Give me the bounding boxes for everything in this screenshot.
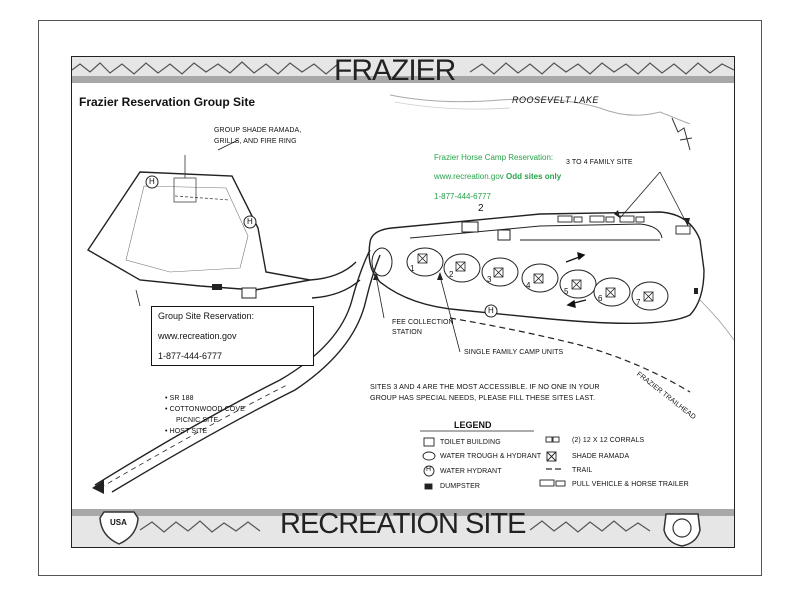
site-number-2: 2 [449,270,454,279]
legend-icons [422,436,566,490]
usfs-shield-icon [99,511,139,545]
site-number-6: 6 [598,294,603,303]
site-number-1: 1 [410,264,415,273]
direction-item-picnic: PICNIC SITE [176,417,219,424]
traffic-arrows [565,251,587,308]
notice-line-2: GROUP HAS SPECIAL NEEDS, PLEASE FILL THE… [370,393,596,402]
dumpster-group [212,284,222,290]
direction-item-host: • HOST SITE [165,428,208,435]
lake-shoreline [389,94,691,125]
trailer-parking [557,215,691,235]
site-number-7: 7 [636,298,641,307]
trail-line [449,317,691,393]
direction-item-sr188: • SR 188 [165,395,194,402]
legend-item-toilet: TOILET BUILDING [440,439,501,446]
group-site-area [87,171,311,291]
group-reservation-phone: 1-877-444-6777 [158,351,223,361]
legend-item-trail: TRAIL [572,467,593,474]
bottom-banner [72,509,734,547]
agency-logo-icon [663,513,701,547]
legend-item-dumpster: DUMPSTER [440,483,481,490]
hydrant-symbol-2: H [247,217,253,226]
hydrant-symbol-legend: H [426,466,432,473]
legend-item-hydrant: WATER HYDRANT [440,468,502,475]
legend-item-shade-ramada: SHADE RAMADA [572,453,630,460]
north-arrow-icon [671,117,693,151]
horse-camp-phone: 1-877-444-6777 [434,192,491,201]
map-title: FRAZIER [334,54,456,87]
single-units-label: SINGLE FAMILY CAMP UNITS [464,349,564,356]
hydrant-symbol-1: H [149,177,155,186]
site-number-5: 5 [564,287,569,296]
fee-station-label-2: STATION [392,329,422,336]
main-road [94,249,371,486]
group-reservation-title: Group Site Reservation: [158,311,255,321]
group-reservation-box: Group Site Reservation: www.recreation.g… [151,306,314,366]
usfs-logo-text: USA [110,518,127,527]
site-number-top: 2 [478,203,484,214]
group-reservation-url[interactable]: www.recreation.gov [158,331,237,341]
legend-item-corrals: (2) 12 X 12 CORRALS [572,437,645,444]
map-border [71,56,735,548]
horse-camp-title: Frazier Horse Camp Reservation: [434,153,554,162]
horse-camp-url[interactable]: www.recreation.gov [434,172,504,181]
toilet-group [241,287,257,299]
family-site-label: 3 TO 4 FAMILY SITE [566,159,633,166]
direction-item-cottonwood: • COTTONWOOD COVE [165,406,245,413]
legend-item-pull-vehicle: PULL VEHICLE & HORSE TRAILER [572,481,689,488]
footer-title: RECREATION SITE [280,508,526,540]
top-banner [71,57,735,83]
legend-title: LEGEND [454,420,492,430]
hydrant-symbol-3: H [488,306,494,315]
shade-ramadas [417,253,654,302]
horse-camp-url-line: www.recreation.gov Odd sites only [434,172,561,181]
leader-lines [135,139,689,353]
ramada-label-1: GROUP SHADE RAMADA, [214,127,302,134]
legend-item-water-trough: WATER TROUGH & HYDRANT [440,453,542,460]
campground-loop [368,211,705,325]
ramada-label-2: GRILLS, AND FIRE RING [214,138,297,145]
fee-station-label-1: FEE COLLECTION [392,319,454,326]
lake-label: ROOSEVELT LAKE [512,95,599,105]
site-number-3: 3 [487,275,492,284]
toilet-campground [461,221,479,233]
map-subtitle: Frazier Reservation Group Site [79,95,256,109]
site-number-4: 4 [526,281,531,290]
horse-camp-note: Odd sites only [506,172,562,181]
notice-line-1: SITES 3 AND 4 ARE THE MOST ACCESSIBLE. I… [370,382,600,391]
